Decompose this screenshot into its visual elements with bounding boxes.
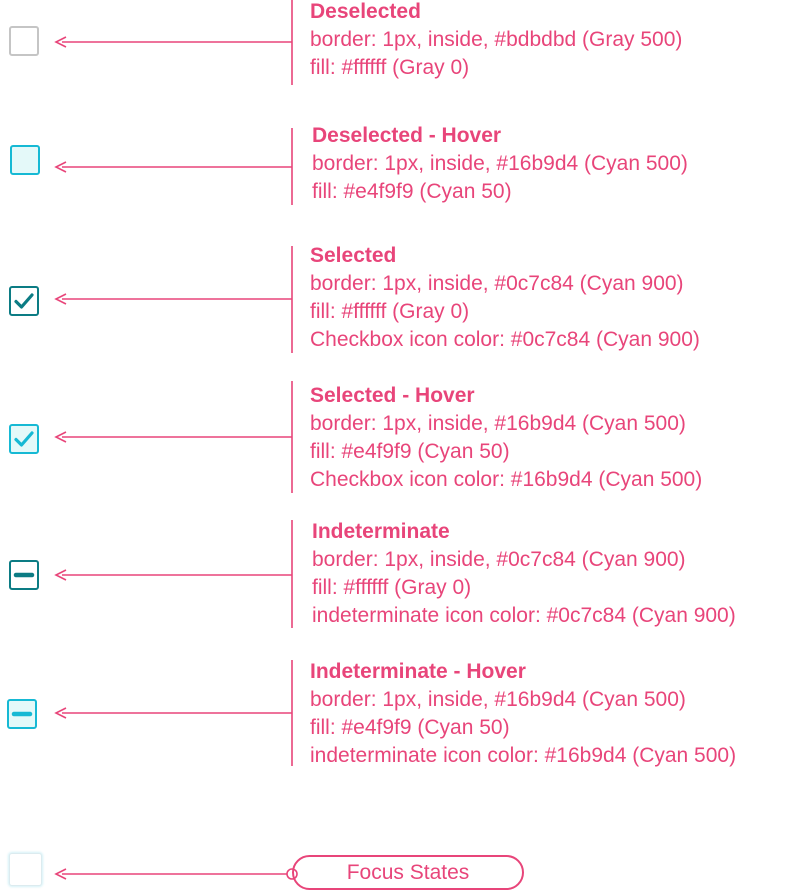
- annotation-line: fill: #e4f9f9 (Cyan 50): [312, 180, 512, 203]
- annotation-line: fill: #ffffff (Gray 0): [310, 56, 470, 79]
- annotation-title: Deselected: [310, 0, 421, 23]
- checkbox-selected-hover[interactable]: [9, 424, 39, 454]
- check-icon: [14, 431, 34, 447]
- annotation-line: border: 1px, inside, #0c7c84 (Cyan 900): [312, 548, 686, 571]
- annotation-line: Checkbox icon color: #0c7c84 (Cyan 900): [310, 328, 700, 351]
- annotation-selected: Selected border: 1px, inside, #0c7c84 (C…: [310, 242, 700, 354]
- checkbox-indeterminate-hover[interactable]: [7, 699, 37, 729]
- annotation-line: fill: #ffffff (Gray 0): [312, 576, 472, 599]
- annotation-line: Checkbox icon color: #16b9d4 (Cyan 500): [310, 468, 703, 491]
- annotation-line: border: 1px, inside, #16b9d4 (Cyan 500): [310, 688, 686, 711]
- minus-icon: [11, 711, 33, 717]
- annotation-title: Selected - Hover: [310, 384, 475, 407]
- annotation-indeterminate: Indeterminate border: 1px, inside, #0c7c…: [312, 518, 736, 630]
- checkbox-deselected-hover[interactable]: [10, 145, 40, 175]
- annotation-line: fill: #ffffff (Gray 0): [310, 300, 470, 323]
- checkbox-indeterminate[interactable]: [9, 560, 39, 590]
- annotation-line: indeterminate icon color: #0c7c84 (Cyan …: [312, 604, 736, 627]
- annotation-title: Deselected - Hover: [312, 124, 502, 147]
- annotation-indeterminate-hover: Indeterminate - Hover border: 1px, insid…: [310, 658, 736, 770]
- annotation-line: border: 1px, inside, #0c7c84 (Cyan 900): [310, 272, 684, 295]
- focus-states-label: Focus States: [292, 855, 524, 890]
- annotation-title: Indeterminate: [312, 520, 450, 543]
- annotation-line: border: 1px, inside, #16b9d4 (Cyan 500): [310, 412, 686, 435]
- annotation-line: indeterminate icon color: #16b9d4 (Cyan …: [310, 744, 737, 767]
- annotation-title: Selected: [310, 244, 397, 267]
- checkbox-focus[interactable]: [9, 853, 42, 886]
- annotation-title: Indeterminate - Hover: [310, 660, 526, 683]
- checkbox-selected[interactable]: [9, 286, 39, 316]
- annotation-line: fill: #e4f9f9 (Cyan 50): [310, 440, 510, 463]
- checkbox-deselected[interactable]: [9, 26, 39, 56]
- annotation-line: border: 1px, inside, #bdbdbd (Gray 500): [310, 28, 683, 51]
- annotation-line: fill: #e4f9f9 (Cyan 50): [310, 716, 510, 739]
- minus-icon: [13, 572, 35, 578]
- check-icon: [14, 293, 34, 309]
- annotation-deselected: Deselected border: 1px, inside, #bdbdbd …: [310, 0, 682, 82]
- annotation-deselected-hover: Deselected - Hover border: 1px, inside, …: [312, 122, 688, 206]
- annotation-line: border: 1px, inside, #16b9d4 (Cyan 500): [312, 152, 688, 175]
- annotation-selected-hover: Selected - Hover border: 1px, inside, #1…: [310, 382, 702, 494]
